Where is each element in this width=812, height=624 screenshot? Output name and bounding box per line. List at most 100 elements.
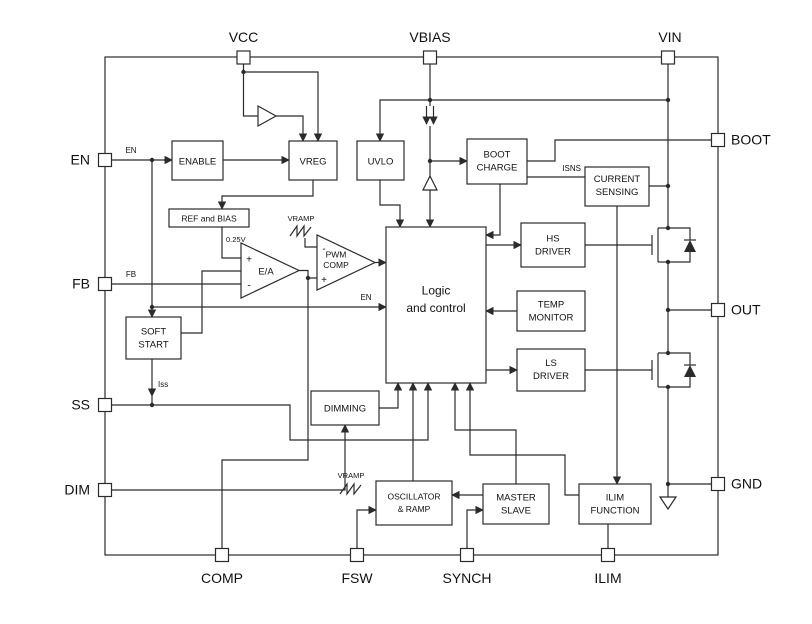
hs-driver-box <box>520 222 586 268</box>
fb-signal-label: FB <box>126 270 136 279</box>
soft-start-label-2: START <box>138 340 168 351</box>
pin-ilim: ILIM <box>594 547 622 586</box>
pin-vbias: VBIAS <box>409 29 451 65</box>
boot-charge-label-1: BOOT <box>484 150 511 161</box>
wire-ms-to-logic <box>450 382 517 484</box>
block-temp-monitor: TEMP MONITOR <box>516 290 586 332</box>
block-current-sensing: CURRENT SENSING <box>584 166 650 207</box>
wire-ramp-to-pwm <box>304 238 317 248</box>
junction-dot <box>665 183 671 189</box>
wire-ilimfn-to-logic <box>465 382 579 496</box>
ref-bias-box <box>168 208 250 228</box>
block-hs-driver: HS DRIVER <box>520 222 586 268</box>
junction-dot <box>665 384 671 390</box>
pin-en: EN <box>71 152 113 168</box>
junction-dot <box>241 69 246 75</box>
boot-charge-box <box>466 138 528 185</box>
pin-dim: DIM <box>64 482 113 498</box>
wire-dimming-to-logic <box>379 382 403 409</box>
hs-mosfet <box>651 227 696 263</box>
block-pwm-comparator: PWM COMP - + <box>316 234 377 291</box>
sawtooth-waveform-pwm <box>289 224 312 238</box>
pin-vcc: VCC <box>229 29 259 65</box>
pin-dim-square <box>97 482 113 498</box>
blocks: ENABLE VREG UVLO BOOT CHARGE CURRENT SEN… <box>125 138 652 526</box>
block-logic: Logic and control <box>385 226 487 384</box>
block-ref-bias: REF and BIAS <box>168 208 250 228</box>
master-slave-label-2: SLAVE <box>501 506 531 517</box>
block-ls-driver: LS DRIVER <box>516 348 586 392</box>
junction-dot <box>665 97 671 103</box>
junction-dot <box>305 275 311 281</box>
master-slave-box <box>482 483 550 525</box>
iss-label: Iss <box>158 380 168 389</box>
pin-comp-label: COMP <box>201 570 243 586</box>
ilim-function-label-1: ILIM <box>606 493 625 504</box>
ground-symbol <box>658 496 678 511</box>
uvlo-label: UVLO <box>368 157 394 168</box>
wire-bootcharge-to-boot <box>527 139 712 162</box>
pin-out-label: OUT <box>731 302 761 318</box>
wire-isns <box>485 176 585 240</box>
logic-label-1: Logic <box>422 284 451 298</box>
oscillator-label-2: & RAMP <box>398 504 431 514</box>
ilim-function-box <box>578 483 652 525</box>
ea-triangle <box>240 242 301 299</box>
pin-vcc-label: VCC <box>229 29 259 45</box>
soft-start-box <box>125 316 182 360</box>
pin-dim-label: DIM <box>64 482 90 498</box>
pin-out-square <box>710 302 726 318</box>
current-sensing-label-2: SENSING <box>596 187 639 198</box>
wire-vcc-branch <box>243 71 323 142</box>
pin-ss-label: SS <box>71 397 90 413</box>
pins: VCC VBIAS VIN BOOT OUT GND EN FB <box>64 29 771 586</box>
logic-label-2: and control <box>406 301 465 315</box>
hs-diode-bottom <box>668 252 691 263</box>
pin-ss-square <box>97 397 113 413</box>
junction-dots <box>149 69 671 487</box>
wire-ea-to-pwm <box>299 269 317 279</box>
junction-dot <box>149 304 155 310</box>
junction-dot <box>665 225 671 231</box>
pin-fb-label: FB <box>72 276 90 292</box>
en-logic-label: EN <box>360 293 371 302</box>
wire-vin-rail <box>375 99 668 142</box>
ea-label: E/A <box>258 267 274 278</box>
vramp-osc-label: VRAMP <box>338 471 365 480</box>
wire-vreg-to-refbias <box>217 180 314 210</box>
sawtooth-waveform-osc <box>339 482 362 496</box>
block-error-amplifier: E/A + - <box>240 242 301 299</box>
logic-box <box>385 226 487 384</box>
pin-boot: BOOT <box>710 132 771 148</box>
block-soft-start: SOFT START <box>125 316 182 360</box>
wire-softstart-to-ea <box>181 270 241 334</box>
ls-mosfet <box>651 352 696 388</box>
block-ilim-function: ILIM FUNCTION <box>578 483 652 525</box>
temp-monitor-box <box>516 290 586 332</box>
wire-ref-to-ea <box>221 227 241 259</box>
pin-en-label: EN <box>71 152 90 168</box>
pin-fb: FB <box>72 276 113 292</box>
current-sensing-box <box>584 166 650 207</box>
uvlo-box <box>356 140 405 181</box>
ls-diode-triangle <box>684 365 696 377</box>
wire-buffer-out <box>276 115 308 142</box>
pin-comp: COMP <box>201 547 243 586</box>
vreg-box <box>288 140 338 181</box>
pwm-plus-sign: + <box>321 275 327 286</box>
wire-fsw <box>356 505 377 549</box>
wire-uvlo-to-logic <box>379 180 405 228</box>
vramp-pwm-label: VRAMP <box>288 214 315 223</box>
dimming-label: DIMMING <box>324 404 366 415</box>
pin-boot-square <box>710 132 726 148</box>
wire-dim <box>111 424 350 491</box>
vbias-diode <box>422 174 438 191</box>
junction-dot <box>665 350 671 356</box>
junction-dot <box>665 307 671 313</box>
junction-dot <box>665 259 671 265</box>
oscillator-label-1: OSCILLATOR <box>387 492 440 502</box>
enable-box <box>171 140 224 181</box>
buffer-triangle <box>257 104 278 128</box>
junction-dot <box>665 481 671 487</box>
